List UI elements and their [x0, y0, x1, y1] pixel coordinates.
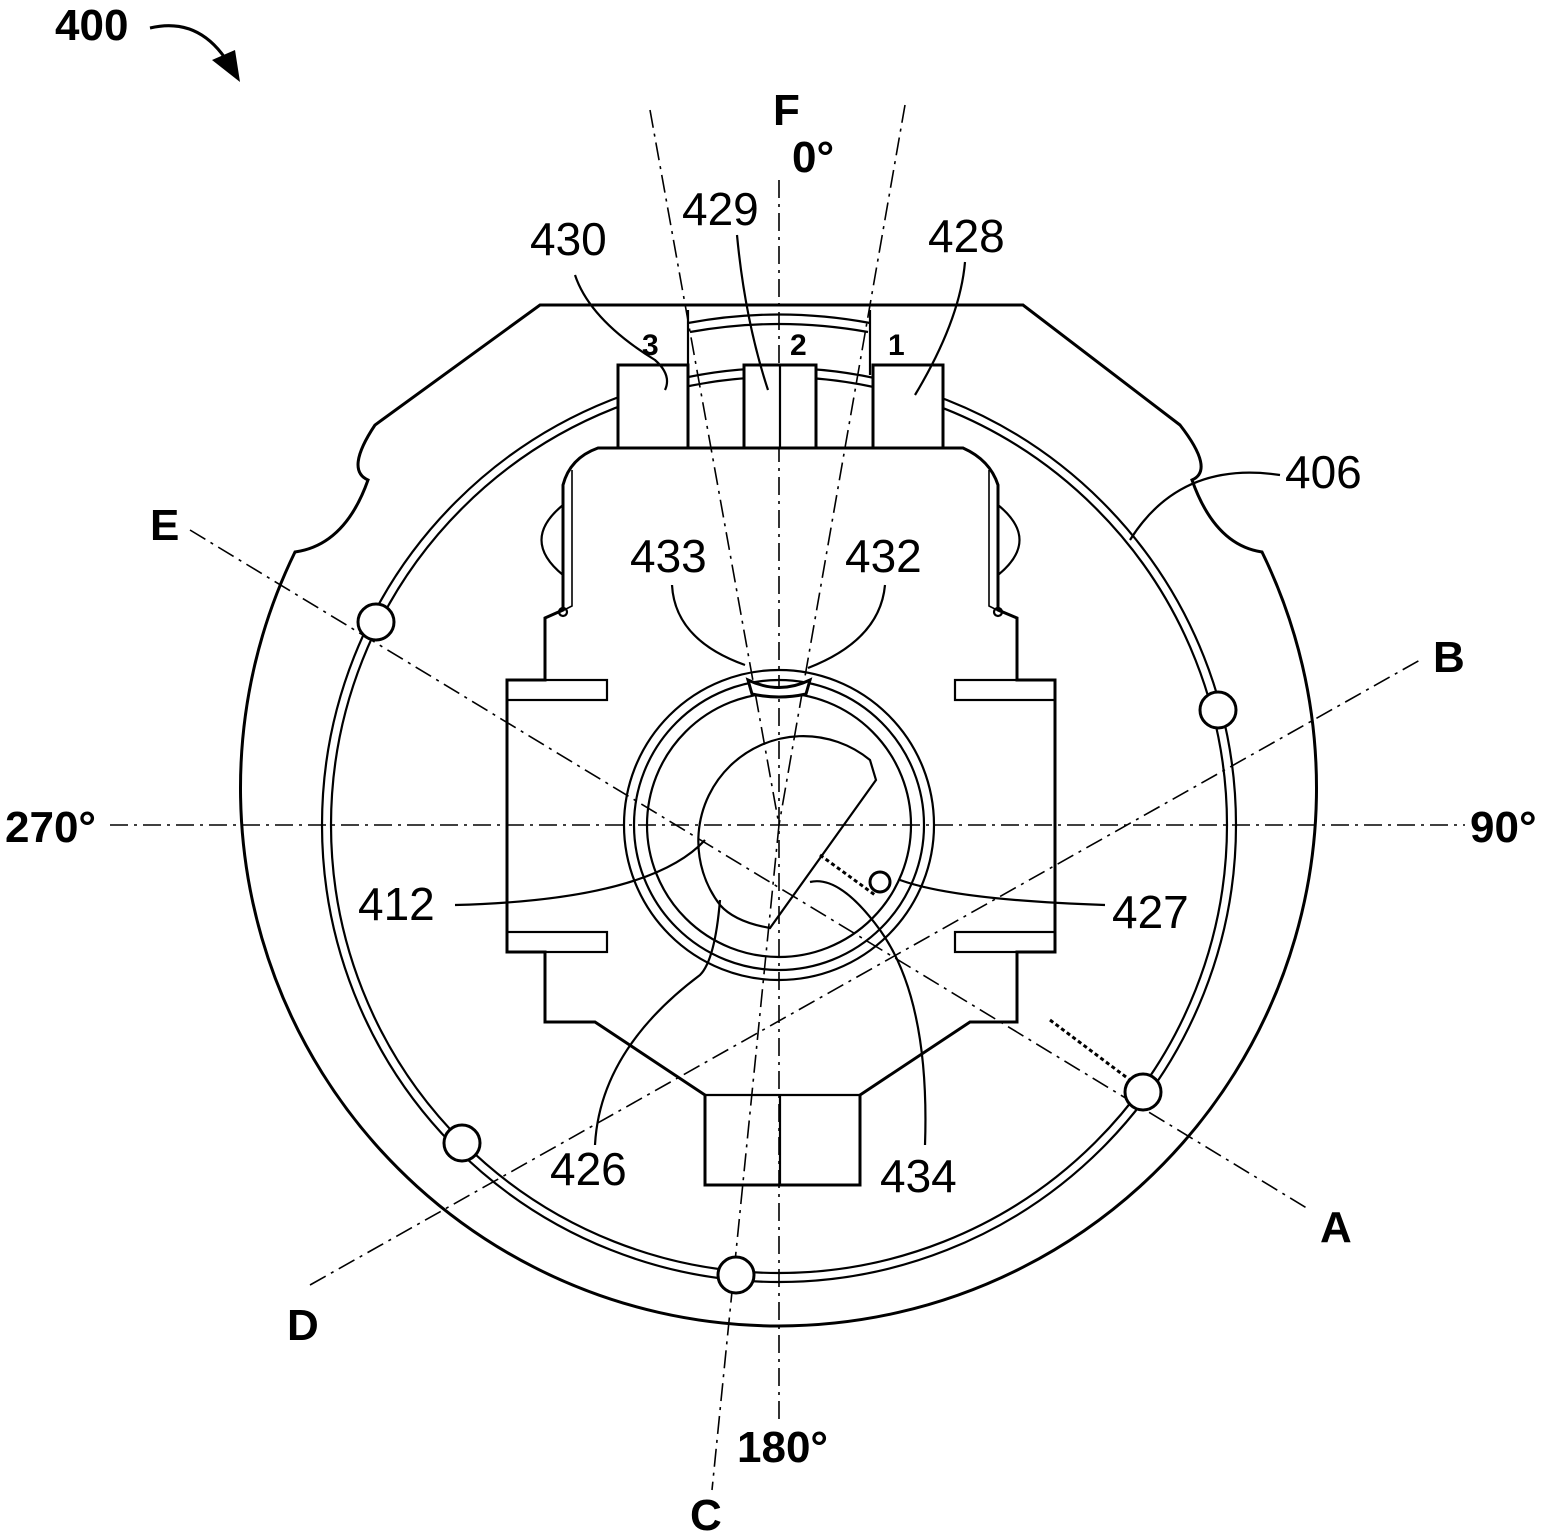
port-3-number: 3 [642, 329, 659, 362]
slot-bottom-left [505, 930, 609, 954]
leader-430 [573, 274, 669, 391]
slot-bottom-right [953, 930, 1057, 954]
axis-label-a: A [1320, 1203, 1352, 1252]
ref-433: 433 [630, 530, 707, 582]
leader-412 [454, 839, 706, 907]
axis-label-b: B [1433, 633, 1465, 682]
rotor-hole-427 [868, 870, 892, 894]
axis-label-c: C [690, 1491, 722, 1537]
leader-433 [670, 584, 746, 667]
ref-412: 412 [358, 878, 435, 930]
angle-right-label: 90° [1470, 803, 1537, 852]
ref-430: 430 [530, 213, 607, 265]
angle-bottom-label: 180° [737, 1423, 828, 1472]
leader-428 [914, 261, 967, 396]
left-inner-edge [559, 470, 573, 613]
left-lobe [540, 504, 564, 576]
axis-e-a [189, 529, 1311, 1211]
ring-hole-a [1123, 1072, 1163, 1112]
port-3 [616, 363, 690, 450]
hatched-slot-2 [1049, 1018, 1131, 1082]
ring-hole-c [716, 1255, 756, 1295]
axis-c [711, 824, 780, 1491]
axis-432 [778, 104, 906, 826]
right-inner-edge [988, 470, 1002, 613]
right-pin [992, 606, 1004, 618]
hatched-slot-1 [819, 853, 876, 897]
rotor-disc [697, 735, 878, 930]
leader-429 [735, 234, 770, 391]
outer-housing [239, 303, 1318, 1328]
ring-hole-b [1198, 690, 1238, 730]
ref-428: 428 [928, 210, 1005, 262]
port-1 [871, 363, 945, 450]
angle-left-label: 270° [5, 803, 96, 852]
leader-434 [809, 880, 927, 1146]
slot-top-right [953, 678, 1057, 702]
leader-406 [1129, 471, 1281, 541]
slot-top-left [505, 678, 609, 702]
ref-427: 427 [1112, 886, 1189, 938]
ref-434: 434 [880, 1150, 957, 1202]
angle-top-label: 0° [792, 133, 834, 182]
axis-d-b [309, 659, 1421, 1286]
valve-body [505, 446, 1057, 1187]
axis-label-f: F [773, 86, 800, 135]
leader-426 [593, 899, 722, 1146]
left-pin [557, 606, 569, 618]
ref-406: 406 [1285, 446, 1362, 498]
figure-number-label: 400 [55, 1, 128, 50]
rotor-ring-mid [632, 678, 926, 972]
axis-433 [649, 109, 780, 826]
ring-hole-e [356, 602, 396, 642]
axis-label-d: D [287, 1301, 319, 1350]
right-lobe [997, 504, 1021, 576]
ref-426: 426 [550, 1143, 627, 1195]
leader-432 [807, 584, 887, 670]
figure-arrow-head [212, 50, 240, 82]
ref-432: 432 [845, 530, 922, 582]
axis-label-e: E [150, 501, 179, 550]
port-1-number: 1 [888, 329, 905, 362]
port-2-number: 2 [790, 329, 807, 362]
leader-427 [899, 878, 1106, 907]
ring-hole-d [442, 1123, 482, 1163]
rotor-ring-outer [622, 668, 936, 982]
ref-429: 429 [682, 183, 759, 235]
rotor-top-gap [745, 677, 813, 699]
